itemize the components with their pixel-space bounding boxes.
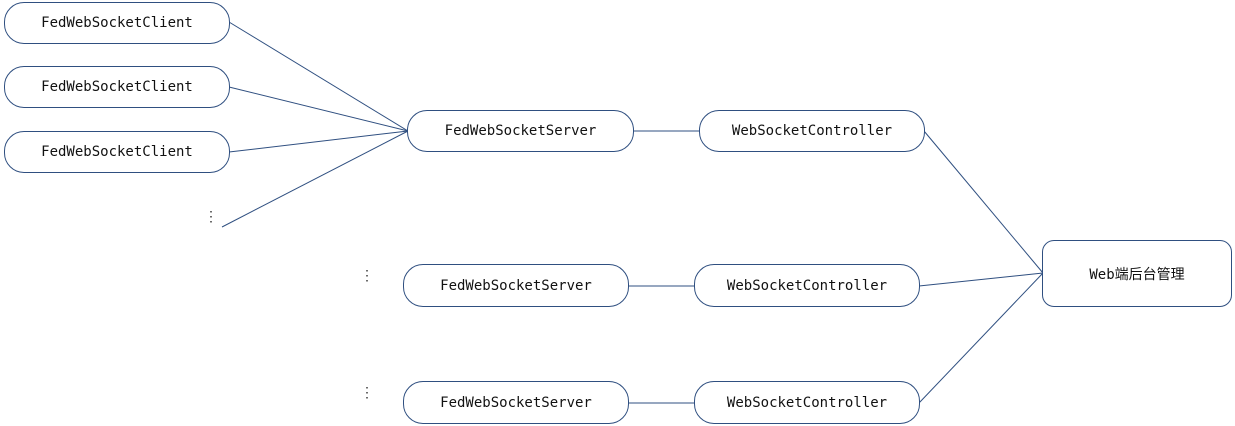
web-admin-label: Web端后台管理 — [1089, 266, 1185, 283]
client-label-2: FedWebSocketClient — [41, 79, 193, 95]
link-controller-1-admin — [923, 130, 1044, 274]
server-node-3: FedWebSocketServer — [403, 381, 629, 424]
link-client-1-server-1 — [228, 21, 409, 132]
server-label-3: FedWebSocketServer — [440, 394, 592, 411]
controller-label-2: WebSocketController — [726, 277, 888, 294]
controller-node-3: WebSocketController — [694, 381, 920, 424]
link-client-2-server-1 — [228, 86, 409, 132]
server-label-2: FedWebSocketServer — [440, 277, 592, 294]
controller-label-3: WebSocketController — [726, 394, 888, 411]
more-servers-ellipsis-1: ⋮ — [360, 268, 374, 284]
link-client-3-server-1 — [228, 130, 409, 153]
server-node-2: FedWebSocketServer — [403, 264, 629, 307]
more-servers-ellipsis-2: ⋮ — [360, 385, 374, 401]
controller-label-1: WebSocketController — [731, 123, 893, 139]
controller-node-1: WebSocketController — [699, 110, 925, 152]
client-node-1: FedWebSocketClient — [4, 2, 230, 44]
web-admin-node: Web端后台管理 — [1042, 240, 1232, 307]
client-node-2: FedWebSocketClient — [4, 66, 230, 108]
link-more-clients-server-1 — [221, 130, 409, 228]
server-label-1: FedWebSocketServer — [444, 123, 597, 139]
client-node-3: FedWebSocketClient — [4, 131, 230, 173]
server-node-1: FedWebSocketServer — [407, 110, 634, 152]
link-controller-3-admin — [918, 272, 1044, 404]
more-clients-ellipsis: ⋮ — [204, 209, 218, 225]
client-label-3: FedWebSocketClient — [41, 144, 193, 160]
controller-node-2: WebSocketController — [694, 264, 920, 307]
link-controller-2-admin — [918, 272, 1044, 287]
client-label-1: FedWebSocketClient — [41, 15, 193, 31]
